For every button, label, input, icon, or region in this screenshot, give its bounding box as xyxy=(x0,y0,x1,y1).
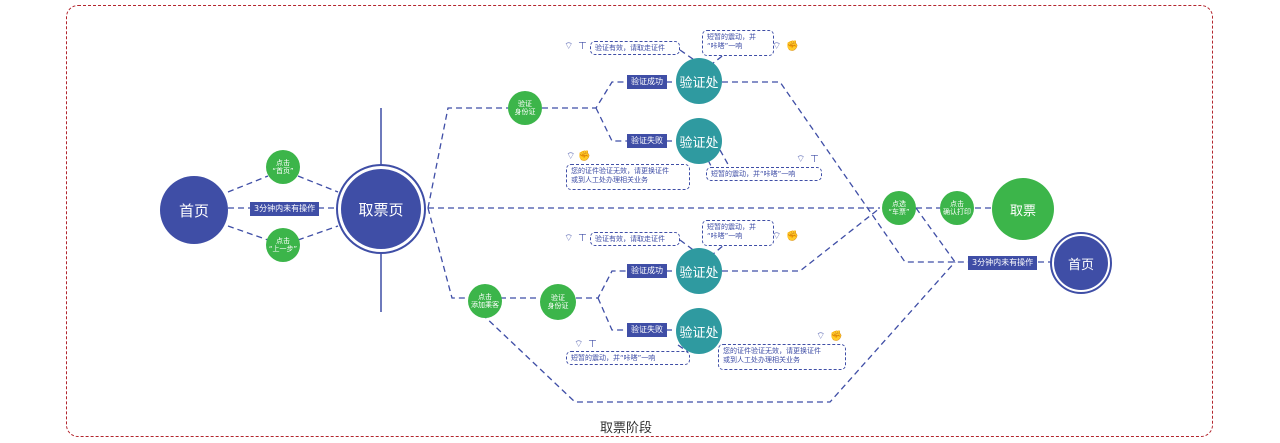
fist-icon: ✊ xyxy=(578,151,591,162)
wifi-icon: ⌔ xyxy=(566,151,576,162)
fist-icon: ✊ xyxy=(786,231,799,242)
note-invalid-upper: 您的证件验证无效，请更换证件 或到人工处办理相关业务 xyxy=(566,164,690,190)
ticket-page-node[interactable]: 取票页 xyxy=(341,169,421,249)
note-invalid-lower: 您的证件验证无效，请更换证件 或到人工处办理相关业务 xyxy=(718,344,846,370)
verify-fail-tag-lower: 验证失败 xyxy=(627,323,667,337)
note-shake-inline-lower: 短暂的震动，并“咔嗒”一响 xyxy=(566,351,690,365)
home-node-right[interactable]: 首页 xyxy=(1054,236,1108,290)
idle-3min-tag: 3分钟内未有操作 xyxy=(250,202,320,216)
wifi-icon: ⌔ xyxy=(574,339,584,350)
note-valid-upper: 验证有效，请取走证件 xyxy=(590,41,680,55)
verify-id-node-lower[interactable]: 验证 身份证 xyxy=(540,284,576,320)
click-select-ticket-node[interactable]: 点选 “车票” xyxy=(882,191,916,225)
note-shake-lower: 短暂的震动，并 “咔嗒”一响 xyxy=(702,220,774,246)
stage-frame xyxy=(66,5,1213,437)
verify-fail-tag-upper: 验证失败 xyxy=(627,134,667,148)
home-ring-right: 首页 xyxy=(1050,232,1112,294)
fist-icon: ✊ xyxy=(786,41,799,52)
wifi-icon: ⌔ xyxy=(772,231,782,242)
verify-point-success-lower[interactable]: 验证处 xyxy=(676,248,722,294)
verify-point-success-upper[interactable]: 验证处 xyxy=(676,58,722,104)
verify-success-tag-upper: 验证成功 xyxy=(627,75,667,89)
home-node[interactable]: 首页 xyxy=(160,176,228,244)
note-shake-upper: 短暂的震动，并 “咔嗒”一响 xyxy=(702,30,774,56)
stage-title: 取票阶段 xyxy=(600,421,653,436)
verify-point-fail-upper[interactable]: 验证处 xyxy=(676,118,722,164)
click-add-rider-node[interactable]: 点击 添加乘客 xyxy=(468,284,502,318)
click-confirm-print-node[interactable]: 点击 确认打印 xyxy=(940,191,974,225)
note-valid-lower: 验证有效，请取走证件 xyxy=(590,232,680,246)
antenna-icon: ⊤ xyxy=(588,339,597,350)
antenna-icon: ⊤ xyxy=(578,233,587,244)
antenna-icon: ⊤ xyxy=(578,41,587,52)
wifi-icon: ⌔ xyxy=(564,41,574,52)
fist-icon: ✊ xyxy=(830,331,843,342)
click-prev-node[interactable]: 点击 “上一步” xyxy=(266,228,300,262)
click-home-node[interactable]: 点击 “首页” xyxy=(266,150,300,184)
ticket-page-ring: 取票页 xyxy=(336,164,426,254)
verify-success-tag-lower: 验证成功 xyxy=(627,264,667,278)
idle-3min-tag-right: 3分钟内未有操作 xyxy=(968,256,1038,270)
note-shake-inline-upper: 短暂的震动，并“咔嗒”一响 xyxy=(706,167,822,181)
wifi-icon: ⌔ xyxy=(564,233,574,244)
wifi-icon: ⌔ xyxy=(796,154,806,165)
verify-id-node-upper[interactable]: 验证 身份证 xyxy=(508,91,542,125)
wifi-icon: ⌔ xyxy=(772,41,782,52)
verify-point-fail-lower[interactable]: 验证处 xyxy=(676,308,722,354)
take-ticket-node[interactable]: 取票 xyxy=(992,178,1054,240)
antenna-icon: ⊤ xyxy=(810,154,819,165)
wifi-icon: ⌔ xyxy=(816,331,826,342)
